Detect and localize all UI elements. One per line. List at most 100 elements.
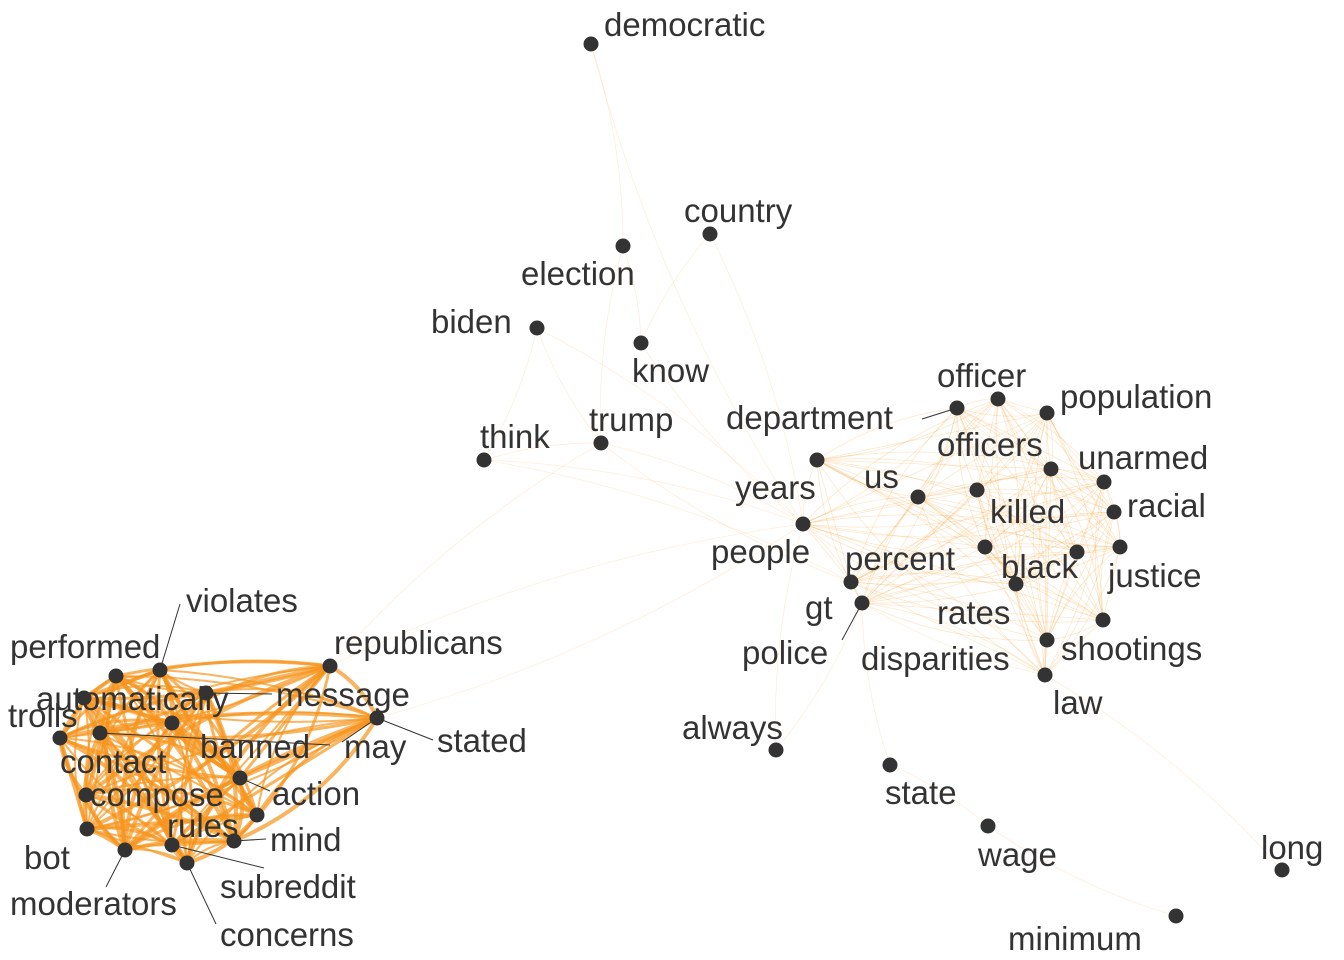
edge-police-us xyxy=(861,496,919,604)
edge-republicans-people xyxy=(329,523,804,667)
node-label-violates: violates xyxy=(186,582,298,619)
edge-people-black xyxy=(802,523,1078,558)
edge-black-officers xyxy=(1050,468,1078,553)
edge-country-know xyxy=(640,233,711,344)
edge-people-population xyxy=(802,412,1048,525)
node-trolls xyxy=(52,730,68,746)
node-message xyxy=(198,685,214,701)
edge-justice-police xyxy=(861,546,1121,604)
edge-people-percent xyxy=(802,523,986,548)
node-label-disparities: disparities xyxy=(861,640,1010,677)
edge-disparities-racial xyxy=(1100,511,1115,621)
edge-may-compose xyxy=(85,717,378,796)
node-mind xyxy=(226,833,242,849)
node-shootings xyxy=(1039,632,1055,648)
edge-police-law xyxy=(861,602,1046,676)
node-label-state: state xyxy=(885,774,957,811)
node-label-mind: mind xyxy=(270,821,342,858)
edge-police-unarmed xyxy=(861,481,1105,604)
node-label-killed: killed xyxy=(990,493,1065,530)
edge-rules-moderators xyxy=(124,813,258,852)
node-population xyxy=(1039,405,1055,421)
edge-police-disparities xyxy=(861,602,1104,621)
edge-shootings-unarmed xyxy=(1046,481,1105,641)
leader-line-concerns xyxy=(186,862,217,925)
node-label-police: police xyxy=(742,634,828,671)
edge-banned-rules xyxy=(171,721,259,816)
edge-people-department xyxy=(802,407,958,525)
edge-gt-rates xyxy=(850,572,1017,585)
edge-think-people xyxy=(483,459,804,525)
node-label-automatically: automatically xyxy=(36,680,229,717)
edge-unarmed-years xyxy=(816,451,1105,483)
edge-trump-think xyxy=(483,442,602,461)
edge-disparities-years xyxy=(816,459,1104,621)
edge-law-us xyxy=(917,496,1046,676)
edge-justice-gt xyxy=(850,546,1121,583)
edge-contact-bot xyxy=(82,732,102,830)
node-label-concerns: concerns xyxy=(220,916,354,953)
edge-officers-years xyxy=(816,459,1052,470)
edge-shootings-officers xyxy=(1038,468,1052,641)
node-years xyxy=(809,452,825,468)
edge-stated-people xyxy=(376,523,804,719)
edge-black-gt xyxy=(850,551,1078,586)
node-label-department: department xyxy=(726,399,893,436)
node-percent xyxy=(977,539,993,555)
node-label-long: long xyxy=(1261,829,1323,866)
node-democratic xyxy=(583,36,599,52)
edge-people-officer xyxy=(802,398,999,525)
edge-disparities-officers xyxy=(1050,468,1104,621)
node-label-bot: bot xyxy=(24,839,70,876)
node-killed xyxy=(969,482,985,498)
edge-killed-population xyxy=(976,412,1048,491)
node-label-wage: wage xyxy=(977,836,1057,873)
node-label-may: may xyxy=(344,728,407,765)
edge-rates-killed xyxy=(976,489,1017,585)
edge-republicans-banned xyxy=(171,664,331,725)
edge-percent-black xyxy=(984,543,1078,553)
edge-killed-officer xyxy=(976,398,999,491)
edge-law-racial xyxy=(1044,511,1115,676)
edge-election-know xyxy=(622,245,642,344)
node-label-democratic: democratic xyxy=(604,6,765,43)
edge-us-officer xyxy=(917,398,999,498)
edge-performed-republicans xyxy=(115,660,331,678)
node-label-people: people xyxy=(711,533,810,570)
node-label-law: law xyxy=(1053,684,1103,721)
edge-justice-years xyxy=(816,459,1121,548)
edge-officers-us xyxy=(917,468,1052,498)
edge-biden-trump xyxy=(536,327,602,444)
edge-unarmed-population xyxy=(1046,412,1105,483)
leader-line-subreddit xyxy=(171,844,265,869)
node-automatically xyxy=(76,690,92,706)
edge-department-years xyxy=(816,407,958,461)
node-gt xyxy=(843,574,859,590)
edge-percent-gt xyxy=(850,546,986,583)
leader-line-violates xyxy=(159,603,181,671)
edge-trump-gt xyxy=(600,442,852,583)
edge-percent-years xyxy=(816,459,986,548)
edge-percent-racial xyxy=(984,511,1115,548)
node-subreddit xyxy=(164,837,180,853)
edge-people-officers xyxy=(802,468,1052,525)
node-label-stated: stated xyxy=(437,722,527,759)
edge-disparities-us xyxy=(917,496,1104,621)
node-racial xyxy=(1106,504,1122,520)
edge-justice-officer xyxy=(997,398,1121,548)
node-biden xyxy=(529,320,545,336)
edge-shootings-racial xyxy=(1046,511,1115,641)
node-election xyxy=(615,238,631,254)
edge-police-law xyxy=(861,602,1046,676)
node-officers xyxy=(1043,461,1059,477)
node-label-message: message xyxy=(276,676,410,713)
edge-people-law xyxy=(802,523,1046,676)
node-contact xyxy=(92,725,108,741)
node-performed xyxy=(108,668,124,684)
edge-banned-mind xyxy=(170,721,236,842)
edge-election-trump xyxy=(599,245,624,444)
edge-percent-department xyxy=(956,407,986,548)
edge-people-us xyxy=(802,496,919,525)
node-rules xyxy=(249,807,265,823)
node-minimum xyxy=(1168,908,1184,924)
